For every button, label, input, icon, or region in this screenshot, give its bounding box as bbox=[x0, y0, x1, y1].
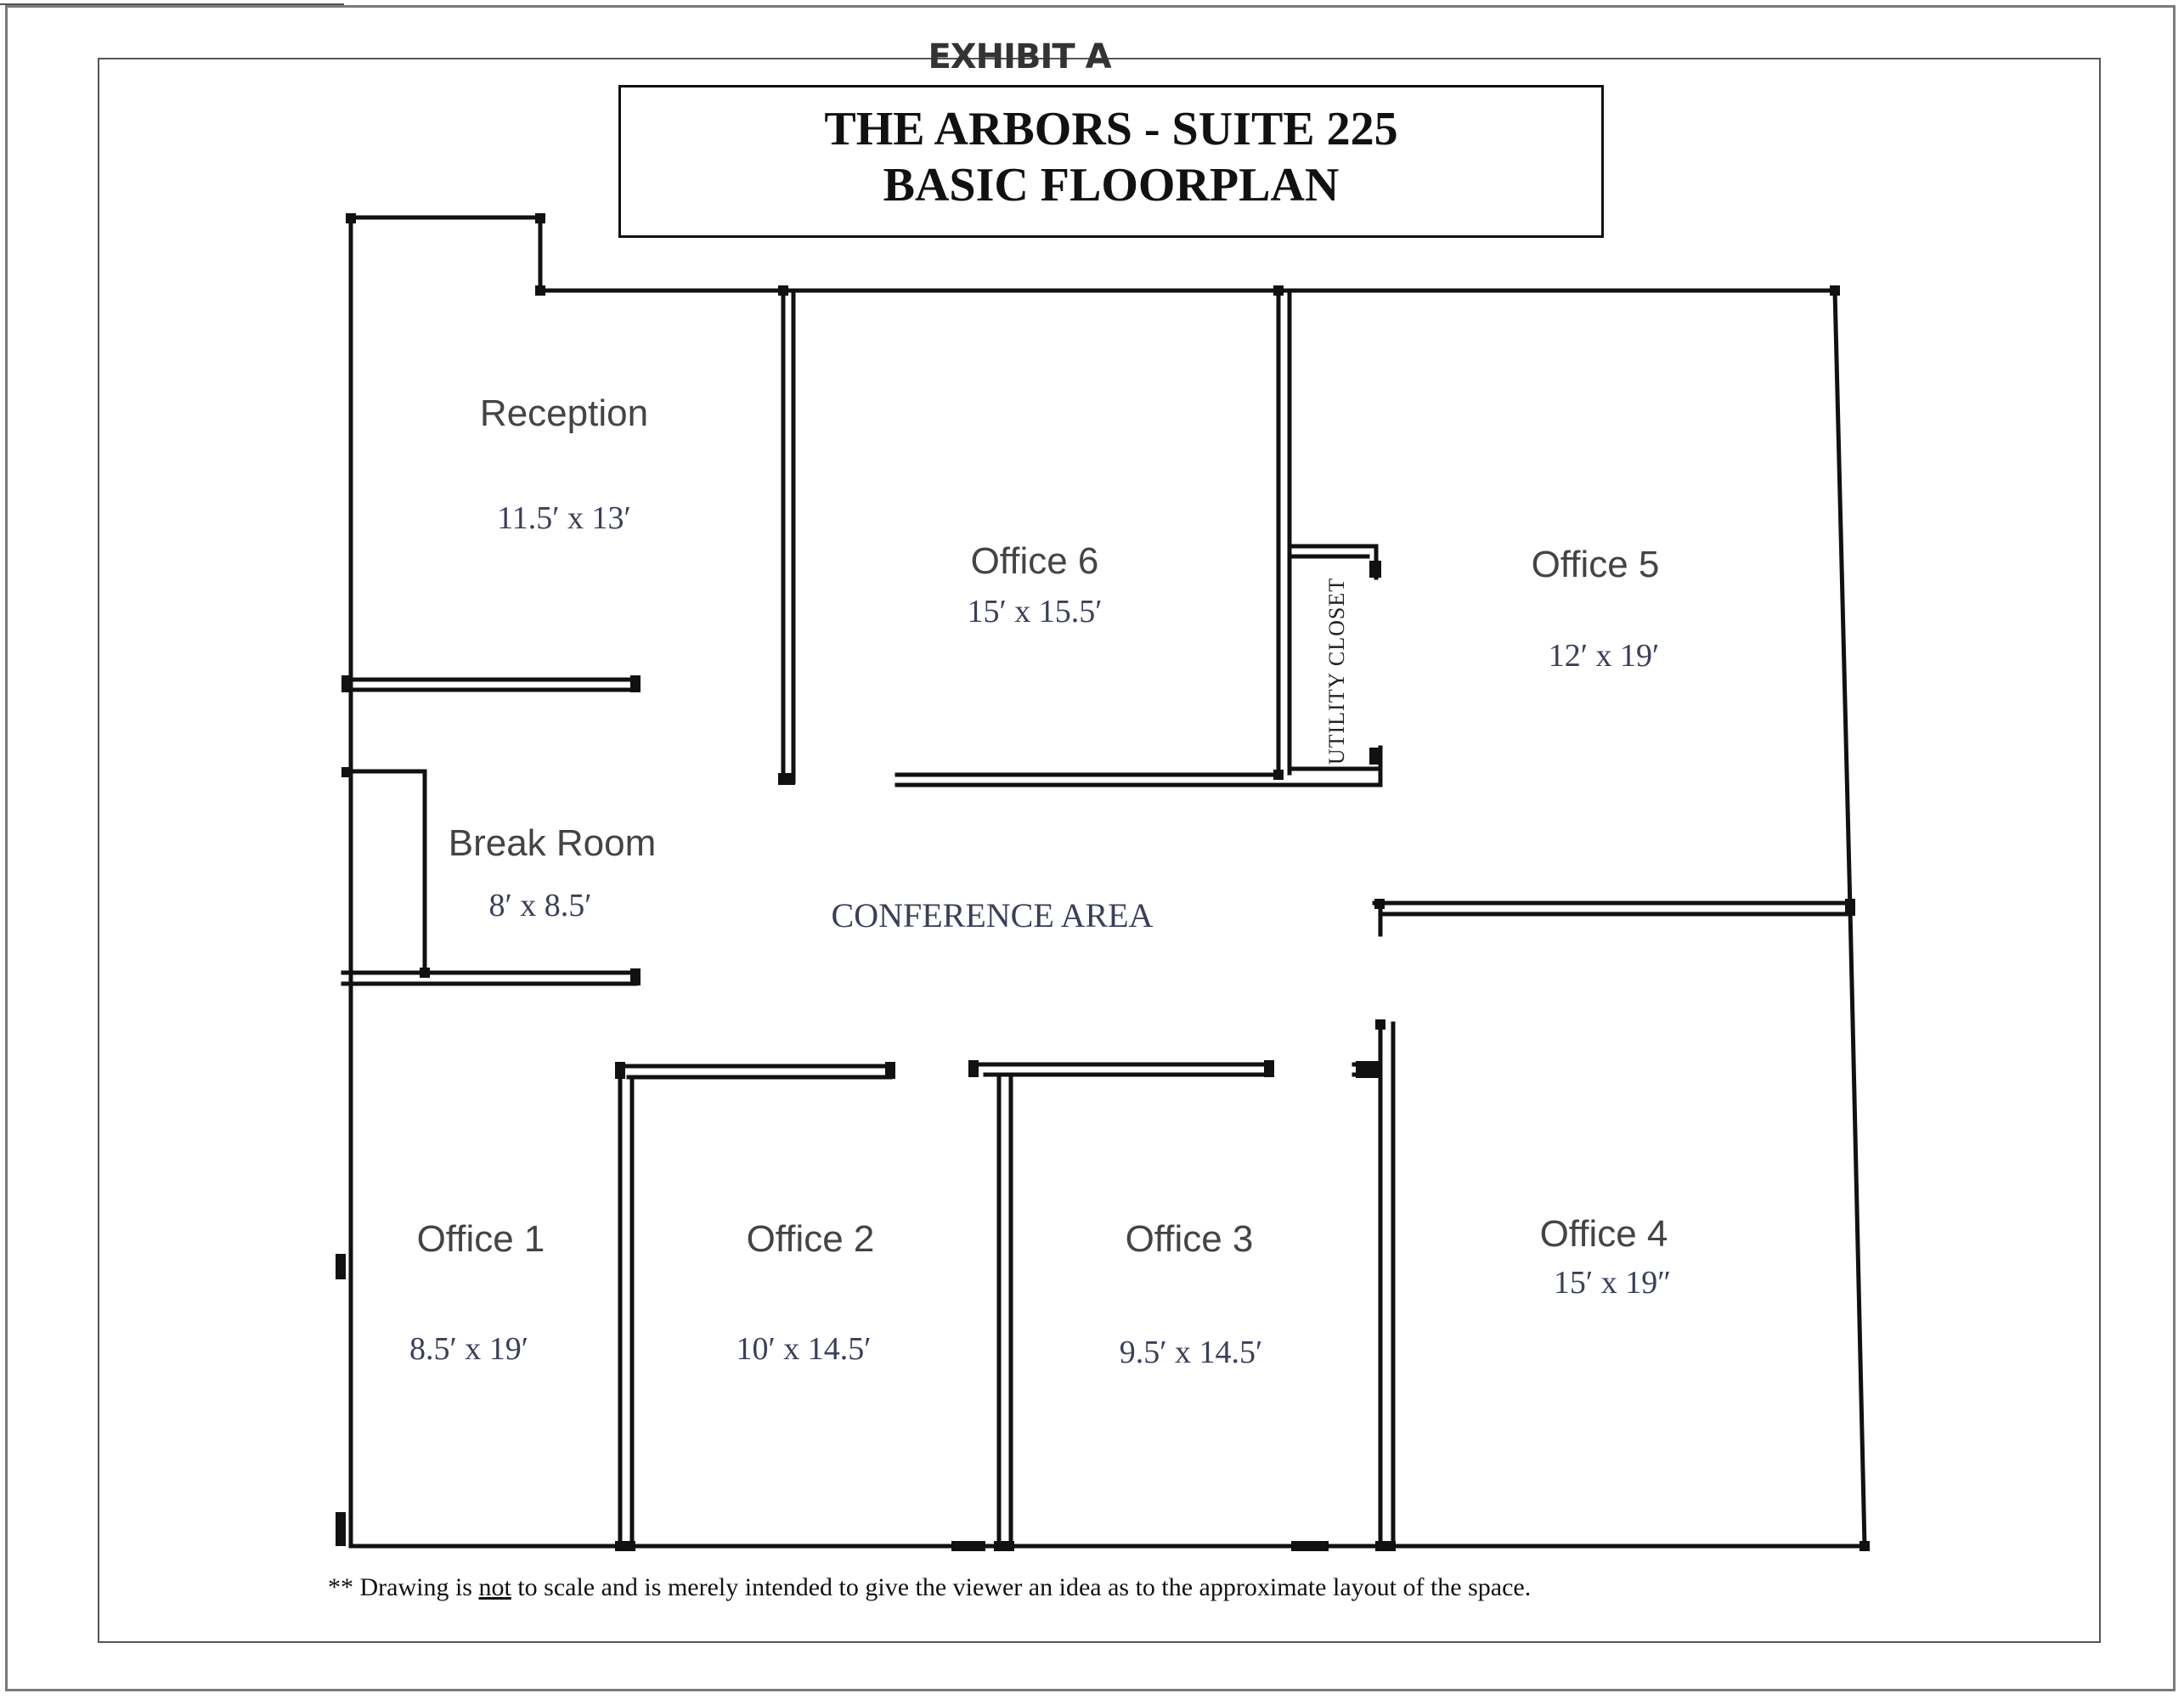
footnote-suffix: to scale and is merely intended to give … bbox=[511, 1573, 1532, 1601]
footnote-emphasis: not bbox=[478, 1573, 511, 1601]
reception-dims: 11.5′ x 13′ bbox=[497, 500, 631, 536]
reception-label: Reception bbox=[479, 392, 649, 434]
office-4-dims: 15′ x 19″ bbox=[1553, 1265, 1672, 1301]
break-room-label: Break Room bbox=[448, 822, 657, 864]
office-5-label: Office 5 bbox=[1531, 544, 1660, 585]
exhibit-label: EXHIBIT A bbox=[928, 37, 1111, 76]
outer-wall bbox=[348, 215, 1867, 1549]
title-box: THE ARBORS - SUITE 225 BASIC FLOORPLAN bbox=[618, 85, 1604, 238]
break-room-dims: 8′ x 8.5′ bbox=[488, 888, 592, 923]
office-2-label: Office 2 bbox=[746, 1218, 875, 1260]
wall-joints bbox=[336, 213, 1870, 1551]
office-6-label: Office 6 bbox=[970, 540, 1099, 582]
office-3-label: Office 3 bbox=[1125, 1218, 1254, 1260]
office-4-label: Office 4 bbox=[1539, 1213, 1668, 1255]
wall-closet-top bbox=[1287, 544, 1379, 580]
footnote-prefix: ** Drawing is bbox=[328, 1573, 479, 1601]
office-5-dims: 12′ x 19′ bbox=[1548, 638, 1660, 674]
page-frame bbox=[5, 5, 2176, 1691]
utility-closet-label: UTILITY CLOSET bbox=[1324, 577, 1349, 765]
corner-rule bbox=[0, 3, 344, 5]
conference-area-label: CONFERENCE AREA bbox=[831, 896, 1154, 934]
office-1-label: Office 1 bbox=[416, 1218, 545, 1260]
office-2-dims: 10′ x 14.5′ bbox=[736, 1331, 872, 1367]
title-line-2: BASIC FLOORPLAN bbox=[883, 159, 1340, 212]
office-6-dims: 15′ x 15.5′ bbox=[967, 594, 1103, 629]
office-3-dims: 9.5′ x 14.5′ bbox=[1119, 1335, 1263, 1370]
office-1-dims: 8.5′ x 19′ bbox=[409, 1331, 529, 1367]
disclaimer-footnote: ** Drawing is not to scale and is merely… bbox=[328, 1573, 1531, 1602]
exhibit-frame bbox=[98, 58, 2101, 1643]
title-line-1: THE ARBORS - SUITE 225 bbox=[824, 103, 1398, 155]
wall-breakroom-right bbox=[344, 769, 427, 975]
